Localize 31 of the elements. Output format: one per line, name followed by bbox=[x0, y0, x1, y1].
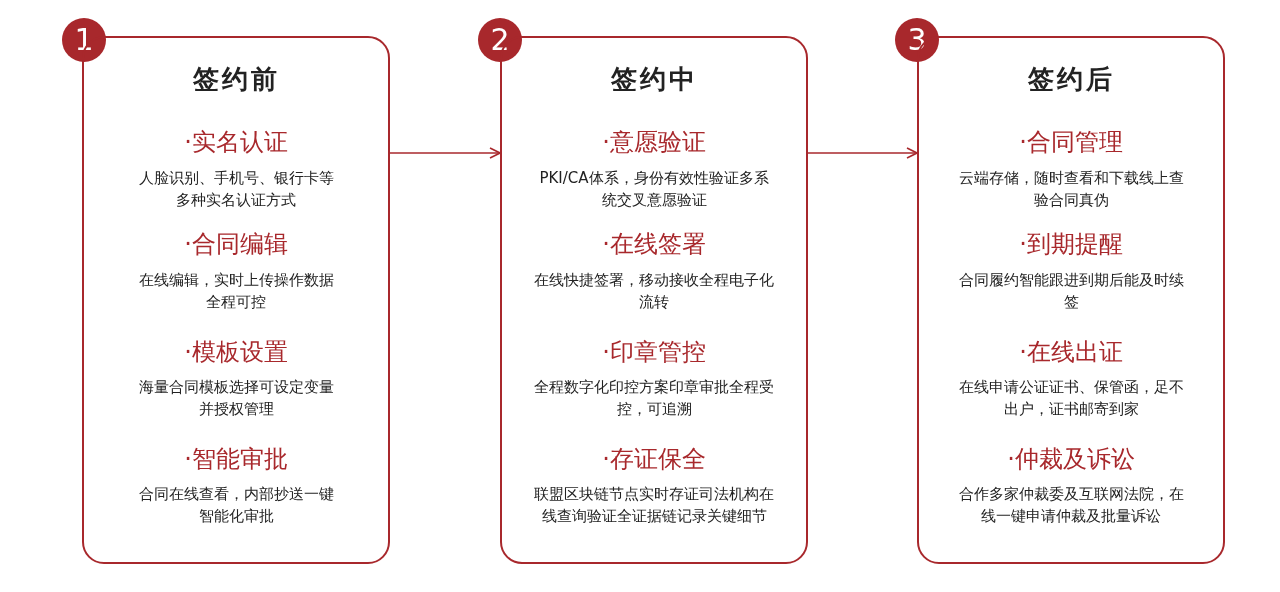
feature-description: 全程数字化印控方案印章审批全程受控，可追溯 bbox=[534, 377, 774, 420]
step-title: 签约中 bbox=[609, 63, 699, 96]
feature-heading: ·智能审批 bbox=[184, 444, 288, 475]
feature-heading: ·存证保全 bbox=[602, 444, 706, 475]
feature-description: 合作多家仲裁委及互联网法院，在线一键申请仲裁及批量诉讼 bbox=[957, 484, 1185, 527]
step-number-badge: 2 bbox=[478, 18, 522, 62]
feature-heading: ·印章管控 bbox=[602, 337, 706, 368]
feature-description: 云端存储，随时查看和下载线上查验合同真伪 bbox=[957, 168, 1185, 211]
feature-heading: ·合同编辑 bbox=[184, 229, 288, 260]
feature-description: 联盟区块链节点实时存证司法机构在线查询验证全证据链记录关键细节 bbox=[534, 484, 774, 527]
feature-description: 在线快捷签署，移动接收全程电子化流转 bbox=[534, 270, 774, 313]
feature-description: 海量合同模板选择可设定变量并授权管理 bbox=[137, 377, 335, 420]
feature-heading: ·意愿验证 bbox=[602, 127, 706, 158]
feature-description: 在线申请公证证书、保管函，足不出户，证书邮寄到家 bbox=[957, 377, 1185, 420]
feature-heading: ·在线出证 bbox=[1019, 337, 1123, 368]
step-title: 签约前 bbox=[191, 63, 281, 96]
feature-description: PKI/CA体系，身份有效性验证多系统交叉意愿验证 bbox=[538, 168, 770, 211]
step-number-badge: 1 bbox=[62, 18, 106, 62]
arrow bbox=[389, 147, 501, 159]
feature-description: 合同履约智能跟进到期后能及时续签 bbox=[957, 270, 1185, 313]
feature-heading: ·模板设置 bbox=[184, 337, 288, 368]
feature-description: 合同在线查看，内部抄送一键智能化审批 bbox=[137, 484, 335, 527]
arrow bbox=[807, 147, 918, 159]
feature-heading: ·实名认证 bbox=[184, 127, 288, 158]
step-title: 签约后 bbox=[1026, 63, 1116, 96]
feature-heading: ·合同管理 bbox=[1019, 127, 1123, 158]
feature-heading: ·在线签署 bbox=[602, 229, 706, 260]
feature-heading: ·到期提醒 bbox=[1019, 229, 1123, 260]
feature-description: 在线编辑，实时上传操作数据全程可控 bbox=[137, 270, 335, 313]
feature-description: 人脸识别、手机号、银行卡等多种实名认证方式 bbox=[137, 168, 335, 211]
feature-heading: ·仲裁及诉讼 bbox=[1007, 444, 1135, 475]
